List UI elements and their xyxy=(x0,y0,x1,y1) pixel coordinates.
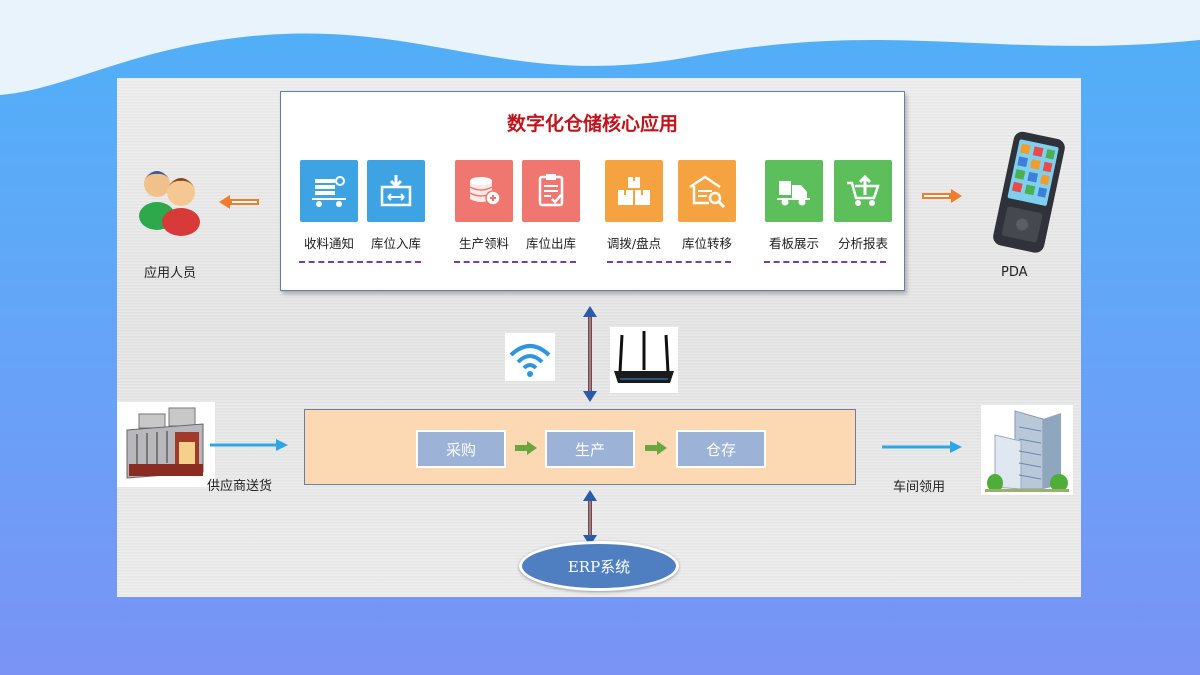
arrow-flow-to-workshop xyxy=(882,441,962,453)
flow-step-production[interactable]: 生产 xyxy=(545,430,635,468)
core-title: 数字化仓储核心应用 xyxy=(506,113,678,135)
arrow-core-to-flow xyxy=(583,306,597,402)
diagram-panel: 应用人员 数字化仓储核心应用 收料 xyxy=(117,78,1081,597)
users-icon xyxy=(139,171,200,236)
database-stack-icon xyxy=(469,177,501,206)
users-label: 应用人员 xyxy=(144,266,197,281)
flow-step-warehouse[interactable]: 仓存 xyxy=(676,430,766,468)
module-tile-dashboard[interactable] xyxy=(765,160,823,222)
group-divider xyxy=(454,261,576,263)
module-label-reports: 分析报表 xyxy=(837,236,888,251)
building-tile xyxy=(981,405,1073,495)
arrow-flow-to-erp xyxy=(583,490,597,546)
group-divider xyxy=(299,261,421,263)
background-wave xyxy=(0,0,1200,95)
group-divider xyxy=(764,261,886,263)
erp-flow-box: 采购 生产 仓存 xyxy=(304,409,856,485)
module-tile-transfer-stocktake[interactable] xyxy=(605,160,663,222)
module-tile-outbound[interactable] xyxy=(522,160,580,222)
flow-step-purchase[interactable]: 采购 xyxy=(416,430,506,468)
upload-cart-icon xyxy=(847,174,880,206)
module-tile-receiving[interactable] xyxy=(300,160,358,222)
workshop-label: 车间领用 xyxy=(893,480,946,495)
flow-arrow xyxy=(645,441,667,455)
module-tile-production-picking[interactable] xyxy=(455,160,513,222)
factory-tile xyxy=(117,402,215,487)
router-icon xyxy=(614,331,674,383)
pda-device-icon xyxy=(993,131,1065,253)
erp-system-node[interactable]: ERP系统 xyxy=(519,541,679,591)
wifi-tile xyxy=(505,333,555,381)
receiving-cart-icon xyxy=(312,176,346,207)
core-application-box: 数字化仓储核心应用 收料通知 库位入库 生产领料 库位出库 调拨 xyxy=(280,91,905,291)
module-label-transfer-stocktake: 调拨/盘点 xyxy=(606,236,662,251)
warehouse-search-icon xyxy=(689,175,726,209)
module-label-inbound: 库位入库 xyxy=(370,236,421,251)
group-divider xyxy=(607,261,731,263)
module-label-dashboard: 看板展示 xyxy=(768,236,819,251)
module-label-outbound: 库位出库 xyxy=(525,236,576,251)
flow-arrow xyxy=(515,441,537,455)
clipboard-check-icon xyxy=(538,174,564,207)
building-icon xyxy=(985,410,1069,492)
boxes-icon xyxy=(618,177,650,205)
forklift-truck-icon xyxy=(777,181,810,206)
wifi-icon xyxy=(509,344,551,377)
module-label-receiving: 收料通知 xyxy=(303,236,354,251)
module-tile-reports[interactable] xyxy=(834,160,892,222)
module-tile-location-transfer[interactable] xyxy=(678,160,736,222)
module-label-location-transfer: 库位转移 xyxy=(681,236,732,251)
factory-icon xyxy=(126,407,204,479)
arrow-supplier-to-flow xyxy=(210,439,288,451)
module-label-production-picking: 生产领料 xyxy=(458,236,509,251)
router-tile xyxy=(610,327,678,393)
arrow-to-pda xyxy=(922,189,962,203)
module-tile-inbound[interactable] xyxy=(367,160,425,222)
supplier-label: 供应商送货 xyxy=(207,479,273,494)
arrow-to-users xyxy=(219,195,259,209)
pda-label: PDA xyxy=(1001,265,1028,280)
inbound-box-icon xyxy=(380,175,412,207)
